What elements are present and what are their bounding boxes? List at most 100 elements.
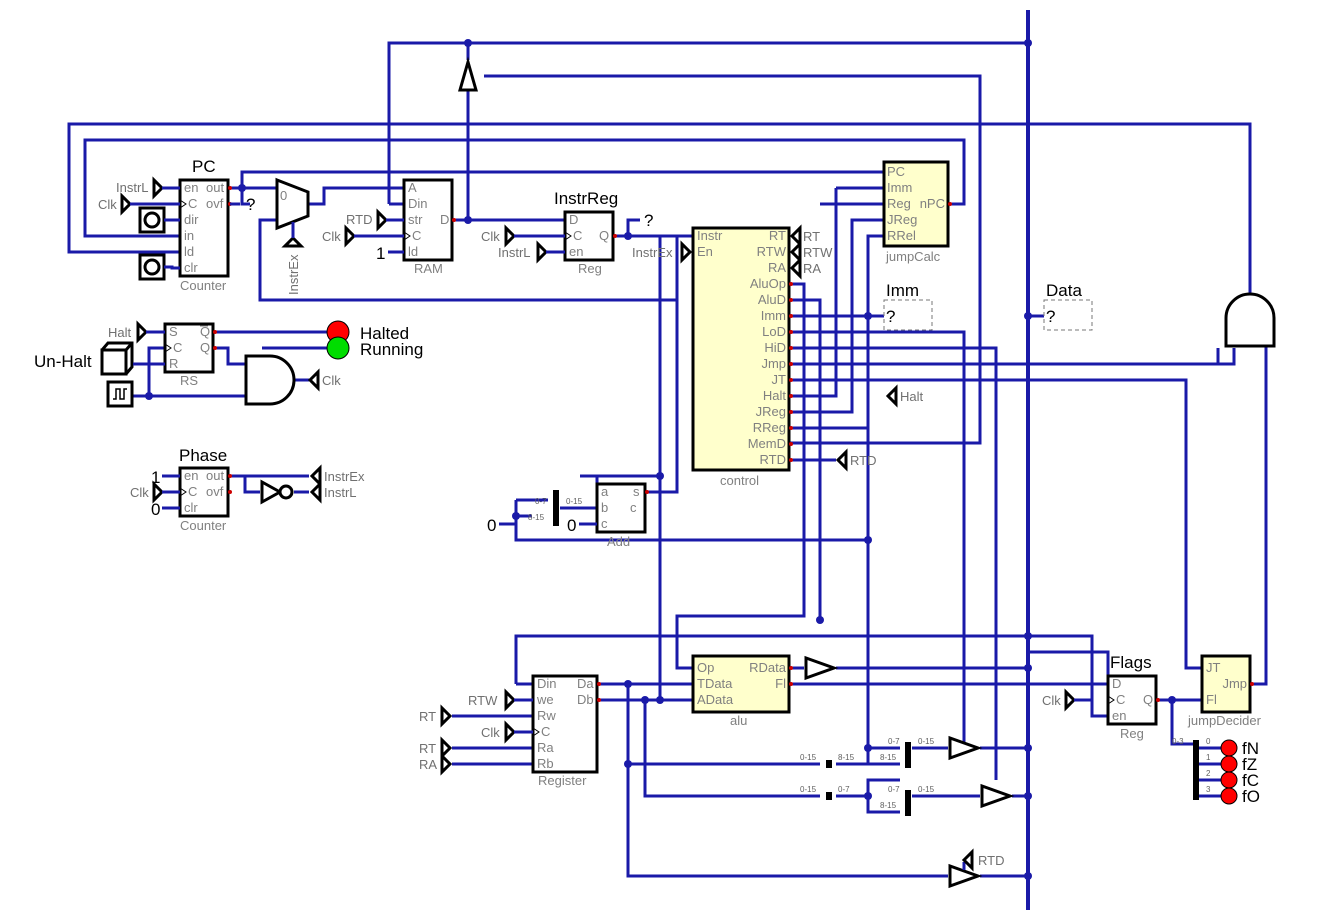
flags-clk-tunnel: Clk (1042, 688, 1092, 712)
flags-type: Reg (1120, 726, 1144, 741)
jc-pin-pc: PC (887, 164, 905, 179)
phase-pin-en: en (184, 468, 198, 483)
flags-pin-c: C (1116, 692, 1125, 707)
alu-pin-rdata: RData (749, 660, 787, 675)
tunnel-phase-instrl: InstrL (324, 485, 357, 500)
add-pin-a: a (601, 484, 609, 499)
alu-pin-fl: Fl (775, 676, 786, 691)
ctrl-pin-rreg: RReg (753, 420, 786, 435)
ctrl-pin-rt: RT (769, 228, 786, 243)
pc-counter[interactable]: PC en C dir in ld clr out ovf Counter ? (178, 157, 255, 293)
flags-title: Flags (1110, 653, 1152, 672)
instrreg-title: InstrReg (554, 189, 618, 208)
ir-clk-tunnel: Clk (481, 224, 565, 248)
ctrl-pin-instr: Instr (697, 228, 723, 243)
ir-instrl-tunnel: InstrL (498, 240, 565, 264)
tunnel-reg-rtw: RTW (468, 693, 498, 708)
alu[interactable]: Op TData AData RData Fl alu (691, 654, 793, 728)
tunnel-phase-clk: Clk (130, 485, 149, 500)
ctrl-pin-alud: AluD (758, 292, 786, 307)
ctrl-pin-hid: HiD (764, 340, 786, 355)
split-low-0: 0-15 (800, 785, 817, 794)
ram-ld-const: 1 (376, 244, 385, 263)
add-pin-s: s (633, 484, 640, 499)
pc-mux: 0 InstrEx (275, 177, 310, 295)
flag-label-fz: fZ (1242, 755, 1257, 774)
ctrl-pin-rtw: RTW (757, 244, 787, 259)
split-hi-1: 0-15 (918, 737, 935, 746)
ctrl-pin-rtd: RTD (760, 452, 786, 467)
jc-pin-npc: nPC (920, 196, 945, 211)
phase-counter[interactable]: Phase en C clr out ovf Counter (178, 446, 232, 533)
register-file[interactable]: Din we Rw C Ra Rb Da Db Register (531, 674, 601, 788)
reg-in-tunnels: RTW RT Clk RT RA (419, 688, 533, 776)
pc-instrl-tunnel: InstrL (116, 176, 180, 200)
ir-pin-c: C (573, 228, 582, 243)
phase-pin-ovf: ovf (206, 484, 224, 499)
tunnel-ram-clk: Clk (322, 229, 341, 244)
wires (67, 10, 1268, 910)
instr-reg[interactable]: InstrReg D C en Q Reg ? (554, 189, 653, 276)
ctrl-pin-en: En (697, 244, 713, 259)
pc-clr-button[interactable] (138, 253, 180, 281)
reg-pin-rb: Rb (537, 756, 554, 771)
ctrl-pin-aluop: AluOp (750, 276, 786, 291)
jd-type: jumpDecider (1187, 713, 1262, 728)
flag-label-fc: fC (1242, 771, 1259, 790)
tunnel-ir-instrl: InstrL (498, 245, 531, 260)
split-low-1: 0-7 (838, 785, 850, 794)
ram[interactable]: A Din str C ld D RAM (402, 178, 456, 276)
phase-out-tunnels: InstrEx InstrL (309, 464, 365, 504)
rs-pin-q: Q (200, 324, 210, 339)
jd-pin-jmp: Jmp (1222, 676, 1247, 691)
jc-pin-imm: Imm (887, 180, 912, 195)
data-probe: Data ? (1043, 281, 1093, 331)
rs-type: RS (180, 373, 198, 388)
adder[interactable]: a b c s c Add (595, 482, 649, 549)
alu-type: alu (730, 713, 747, 728)
alu-pin-tdata: TData (697, 676, 733, 691)
add-pin-b: b (601, 500, 608, 515)
ctrl-pin-jt: JT (772, 372, 787, 387)
split-lo-out: 0-7 0-15 8-15 (880, 785, 935, 816)
rs-flipflop[interactable]: S C R Q Q RS (163, 322, 217, 388)
jc-type: jumpCalc (885, 249, 941, 264)
tunnel-clk: Clk (98, 197, 117, 212)
phase-pin-c: C (188, 484, 197, 499)
un-halt-button[interactable]: Un-Halt (34, 341, 134, 376)
ram-type: RAM (414, 261, 443, 276)
split-low: 0-15 0-7 (800, 785, 850, 800)
tunnel-ctrl-rtd: RTD (850, 453, 876, 468)
split-mid-0: 0-15 (800, 753, 817, 762)
flags-reg[interactable]: Flags D C en Q Reg (1106, 653, 1160, 741)
tunnel-rs-halt: Halt (108, 325, 132, 340)
add-split-0: 0-7 (535, 497, 547, 506)
pc-clk-tunnel: Clk (98, 192, 180, 216)
pc-dir-button[interactable] (138, 206, 180, 234)
rs-halt-tunnel: Halt (108, 320, 165, 344)
rs-pin-s: S (169, 324, 178, 339)
jump-decider[interactable]: JT Fl Jmp jumpDecider (1187, 654, 1262, 728)
jc-pin-rrel: RRel (887, 228, 916, 243)
ctrl-type: control (720, 473, 759, 488)
tunnel-reg-rt1: RT (419, 709, 436, 724)
reg-pin-we: we (536, 692, 554, 707)
flags-split-1: 0 (1206, 737, 1211, 746)
pc-pin-ovf: ovf (206, 196, 224, 211)
phase-pin-out: out (206, 468, 224, 483)
tunnel-instrl: InstrL (116, 180, 149, 195)
tunnel-ctrl-ra: RA (803, 261, 821, 276)
ir-pin-en: en (569, 244, 583, 259)
jd-pin-jt: JT (1206, 660, 1221, 675)
phase-title: Phase (179, 446, 227, 465)
clock-source[interactable] (106, 380, 134, 408)
split-lo-1: 0-15 (918, 785, 935, 794)
ram-pin-str: str (408, 212, 423, 227)
jump-calc[interactable]: PC Imm Reg JReg RRel nPC jumpCalc (882, 160, 952, 264)
ir-pin-d: D (569, 212, 578, 227)
rs-pin-qn: Q (200, 340, 210, 355)
ctrl-pin-imm: Imm (761, 308, 786, 323)
un-halt-label: Un-Halt (34, 352, 92, 371)
control-unit[interactable]: Instr En RT RTW RA AluOp AluD Imm LoD Hi… (691, 226, 793, 488)
